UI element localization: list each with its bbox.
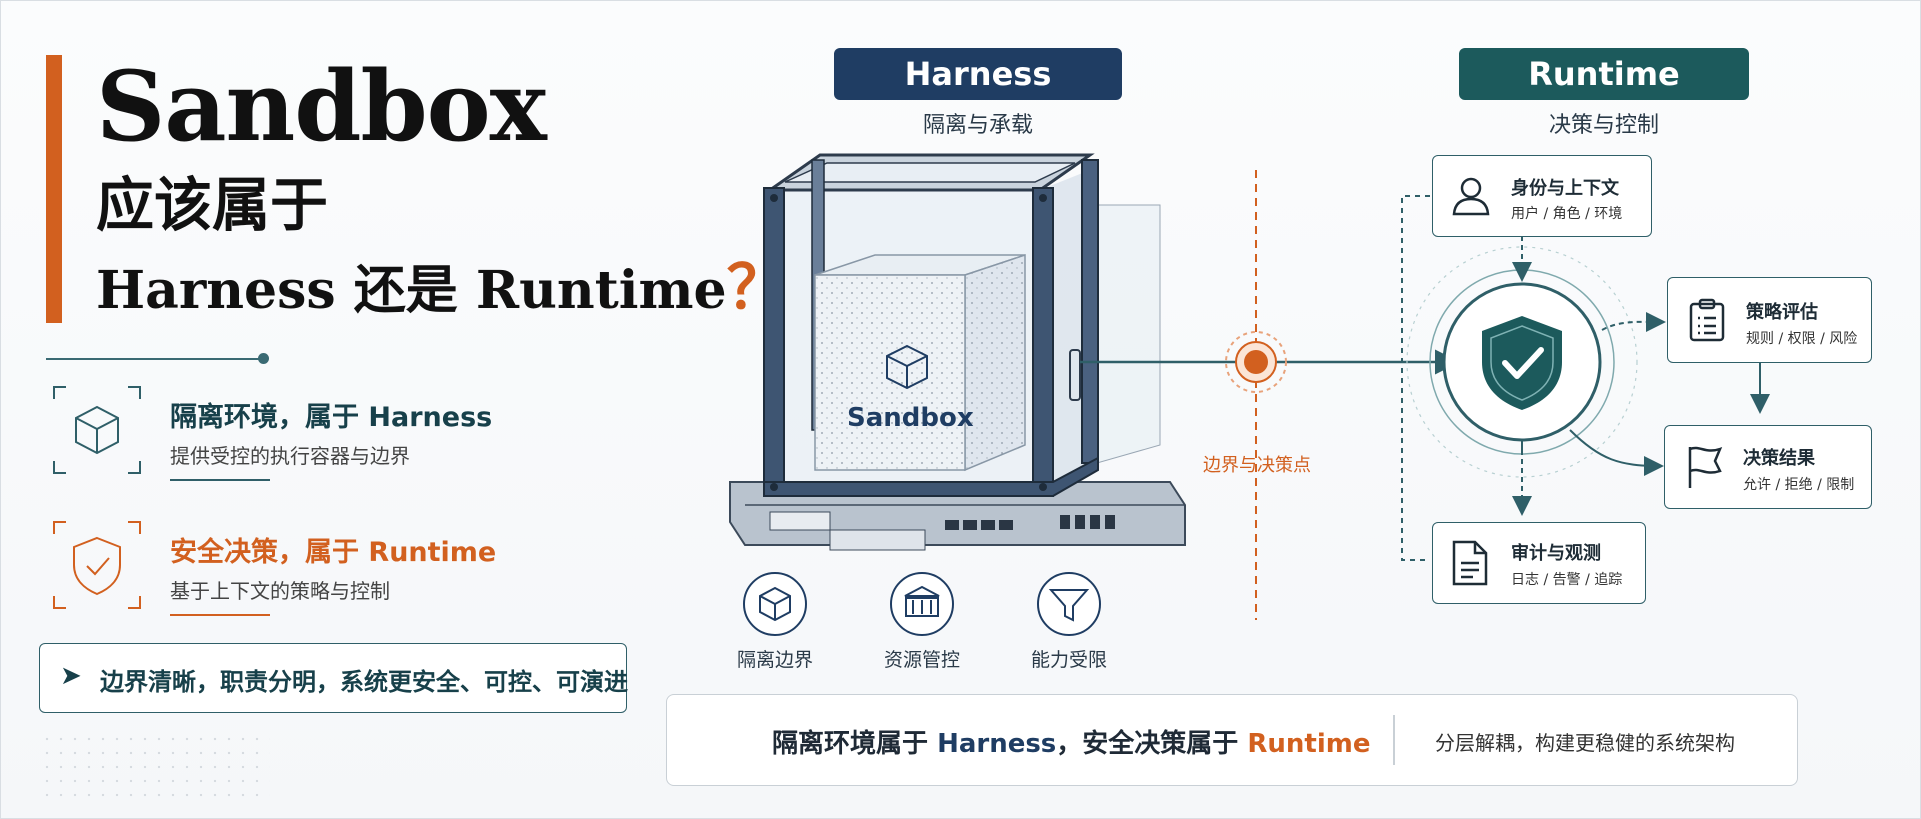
- summary-box: ➤ 边界清晰，职责分明，系统更安全、可控、可演进: [39, 643, 628, 713]
- cube-icon: [53, 386, 141, 474]
- arrow-icon: ➤: [60, 661, 82, 691]
- card-audit: 审计与观测 日志 / 告警 / 追踪: [1432, 522, 1646, 604]
- conclusion-subtext: 分层解耦，构建更稳健的系统架构: [1435, 731, 1735, 755]
- cube-icon: [886, 344, 928, 390]
- flag-icon: [1688, 446, 1723, 488]
- cube-icon: [759, 586, 791, 622]
- conclusion-harness: Harness: [937, 729, 1057, 759]
- conclusion-divider: [1393, 715, 1395, 765]
- card-sub: 允许 / 拒绝 / 限制: [1743, 477, 1855, 493]
- shield-check-icon: [53, 521, 141, 609]
- decision-point-marker: [1225, 331, 1287, 393]
- title-accent-bar: [46, 55, 62, 323]
- runtime-connectors: [1401, 195, 1770, 561]
- conclusion-part2: ，安全决策属于: [1056, 729, 1248, 759]
- conclusion-part1: 隔离环境属于: [772, 729, 938, 759]
- runtime-header: Runtime: [1459, 48, 1749, 100]
- feature-isolation: 隔离环境，属于 Harness 提供受控的执行容器与边界: [52, 385, 612, 485]
- title-line-3-text: Harness 还是 Runtime: [96, 260, 727, 321]
- card-title: 决策结果: [1743, 448, 1815, 469]
- card-sub: 规则 / 权限 / 风险: [1746, 331, 1858, 347]
- conclusion-text: 隔离环境属于 Harness，安全决策属于 Runtime: [772, 723, 1370, 760]
- sandbox-cube: [814, 253, 1026, 472]
- card-sub: 用户 / 角色 / 环境: [1511, 206, 1623, 222]
- card-title: 审计与观测: [1511, 543, 1601, 564]
- page-title: Sandbox: [96, 50, 547, 163]
- conclusion-box: 隔离环境属于 Harness，安全决策属于 Runtime 分层解耦，构建更稳健…: [666, 694, 1798, 786]
- feature-desc: 基于上下文的策略与控制: [170, 579, 390, 603]
- feature-underline: [170, 479, 270, 481]
- title-divider-dot: [258, 353, 269, 364]
- card-title: 策略评估: [1746, 302, 1818, 323]
- card-policy: 策略评估 规则 / 权限 / 风险: [1667, 277, 1872, 363]
- clipboard-icon: [1689, 298, 1725, 342]
- card-sub: 日志 / 告警 / 追踪: [1511, 572, 1623, 588]
- filter-icon: [1048, 589, 1090, 622]
- runtime-subtitle: 决策与控制: [1548, 113, 1659, 138]
- harness-header: Harness: [834, 48, 1122, 100]
- title-divider: [46, 358, 261, 360]
- icon-label-resources: 资源管控: [883, 649, 960, 671]
- boundary-label: 边界与决策点: [1203, 455, 1311, 476]
- sandbox-label: Sandbox: [847, 403, 974, 433]
- feature-security: 安全决策，属于 Runtime 基于上下文的策略与控制: [52, 520, 612, 620]
- card-identity: 身份与上下文 用户 / 角色 / 环境: [1432, 155, 1652, 237]
- icon-label-capability: 能力受限: [1030, 649, 1107, 671]
- harness-subtitle: 隔离与承载: [922, 113, 1033, 138]
- document-icon: [1452, 540, 1488, 586]
- dot-pattern: [40, 732, 270, 802]
- user-icon: [1452, 177, 1490, 216]
- card-decision: 决策结果 允许 / 拒绝 / 限制: [1664, 425, 1872, 509]
- conclusion-runtime: Runtime: [1247, 729, 1371, 759]
- summary-text: 边界清晰，职责分明，系统更安全、可控、可演进: [100, 668, 628, 696]
- building-icon: [904, 585, 940, 617]
- harness-icon-row: [743, 572, 1101, 636]
- feature-title: 安全决策，属于 Runtime: [170, 537, 497, 568]
- feature-title: 隔离环境，属于 Harness: [170, 402, 493, 433]
- icon-label-isolation: 隔离边界: [736, 649, 813, 671]
- feature-desc: 提供受控的执行容器与边界: [170, 444, 410, 468]
- title-line-2: 应该属于: [96, 171, 329, 239]
- card-title: 身份与上下文: [1511, 178, 1619, 199]
- feature-underline: [170, 614, 270, 616]
